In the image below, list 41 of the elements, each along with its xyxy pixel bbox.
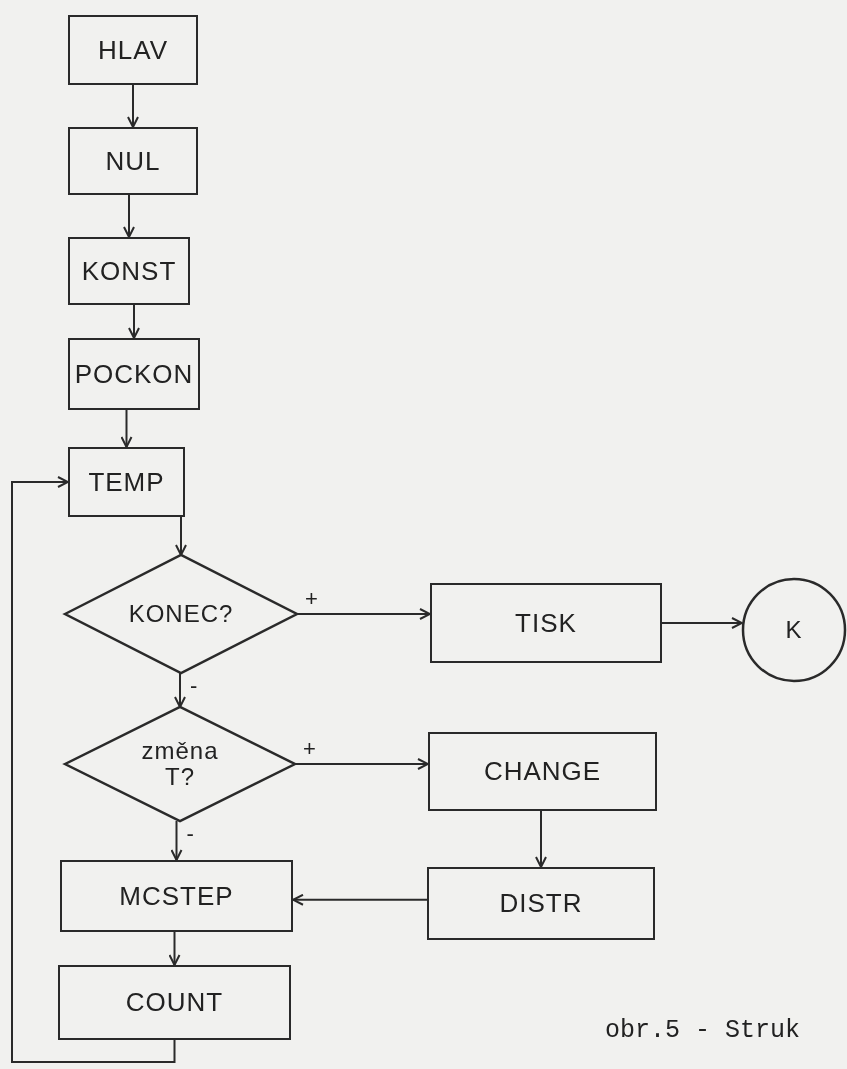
arrow xyxy=(128,304,140,339)
terminal-circle xyxy=(742,578,846,682)
process-box xyxy=(58,965,291,1040)
process-box xyxy=(68,237,190,305)
decision-diamond xyxy=(65,555,297,673)
figure-caption: obr.5 - Struk xyxy=(605,1016,801,1045)
arrow xyxy=(168,931,181,966)
node-label: K xyxy=(785,616,803,644)
process-box xyxy=(68,127,198,195)
arrow xyxy=(294,758,429,770)
arrow xyxy=(123,194,135,238)
node-label: KONST xyxy=(81,255,177,287)
process-box xyxy=(430,583,662,663)
arrow xyxy=(11,476,176,1063)
process-box xyxy=(68,338,200,410)
node-label: TEMP xyxy=(88,466,165,498)
node-label: CHANGE xyxy=(483,756,602,787)
process-box xyxy=(427,867,655,940)
node-label: HLAV xyxy=(98,34,168,66)
arrow xyxy=(174,672,186,708)
node-label: MCSTEP xyxy=(119,880,234,912)
arrow xyxy=(170,820,183,861)
process-box xyxy=(428,732,657,811)
arrow xyxy=(535,810,547,868)
node-label: změna T? xyxy=(140,737,220,791)
node-label: NUL xyxy=(105,145,161,177)
node-label: COUNT xyxy=(125,987,224,1018)
process-box xyxy=(68,447,185,517)
process-box xyxy=(68,15,198,85)
arrow xyxy=(127,84,139,128)
arrow xyxy=(661,617,743,629)
process-box xyxy=(60,860,293,932)
arrow xyxy=(120,409,133,448)
arrow xyxy=(292,893,428,906)
arrow xyxy=(175,516,187,556)
node-label: KONEC? xyxy=(128,600,234,628)
node-label: DISTR xyxy=(499,888,583,919)
arrow xyxy=(296,608,431,620)
decision-diamond xyxy=(65,707,295,821)
node-label: POCKON xyxy=(74,358,194,390)
node-label: TISK xyxy=(515,607,577,639)
